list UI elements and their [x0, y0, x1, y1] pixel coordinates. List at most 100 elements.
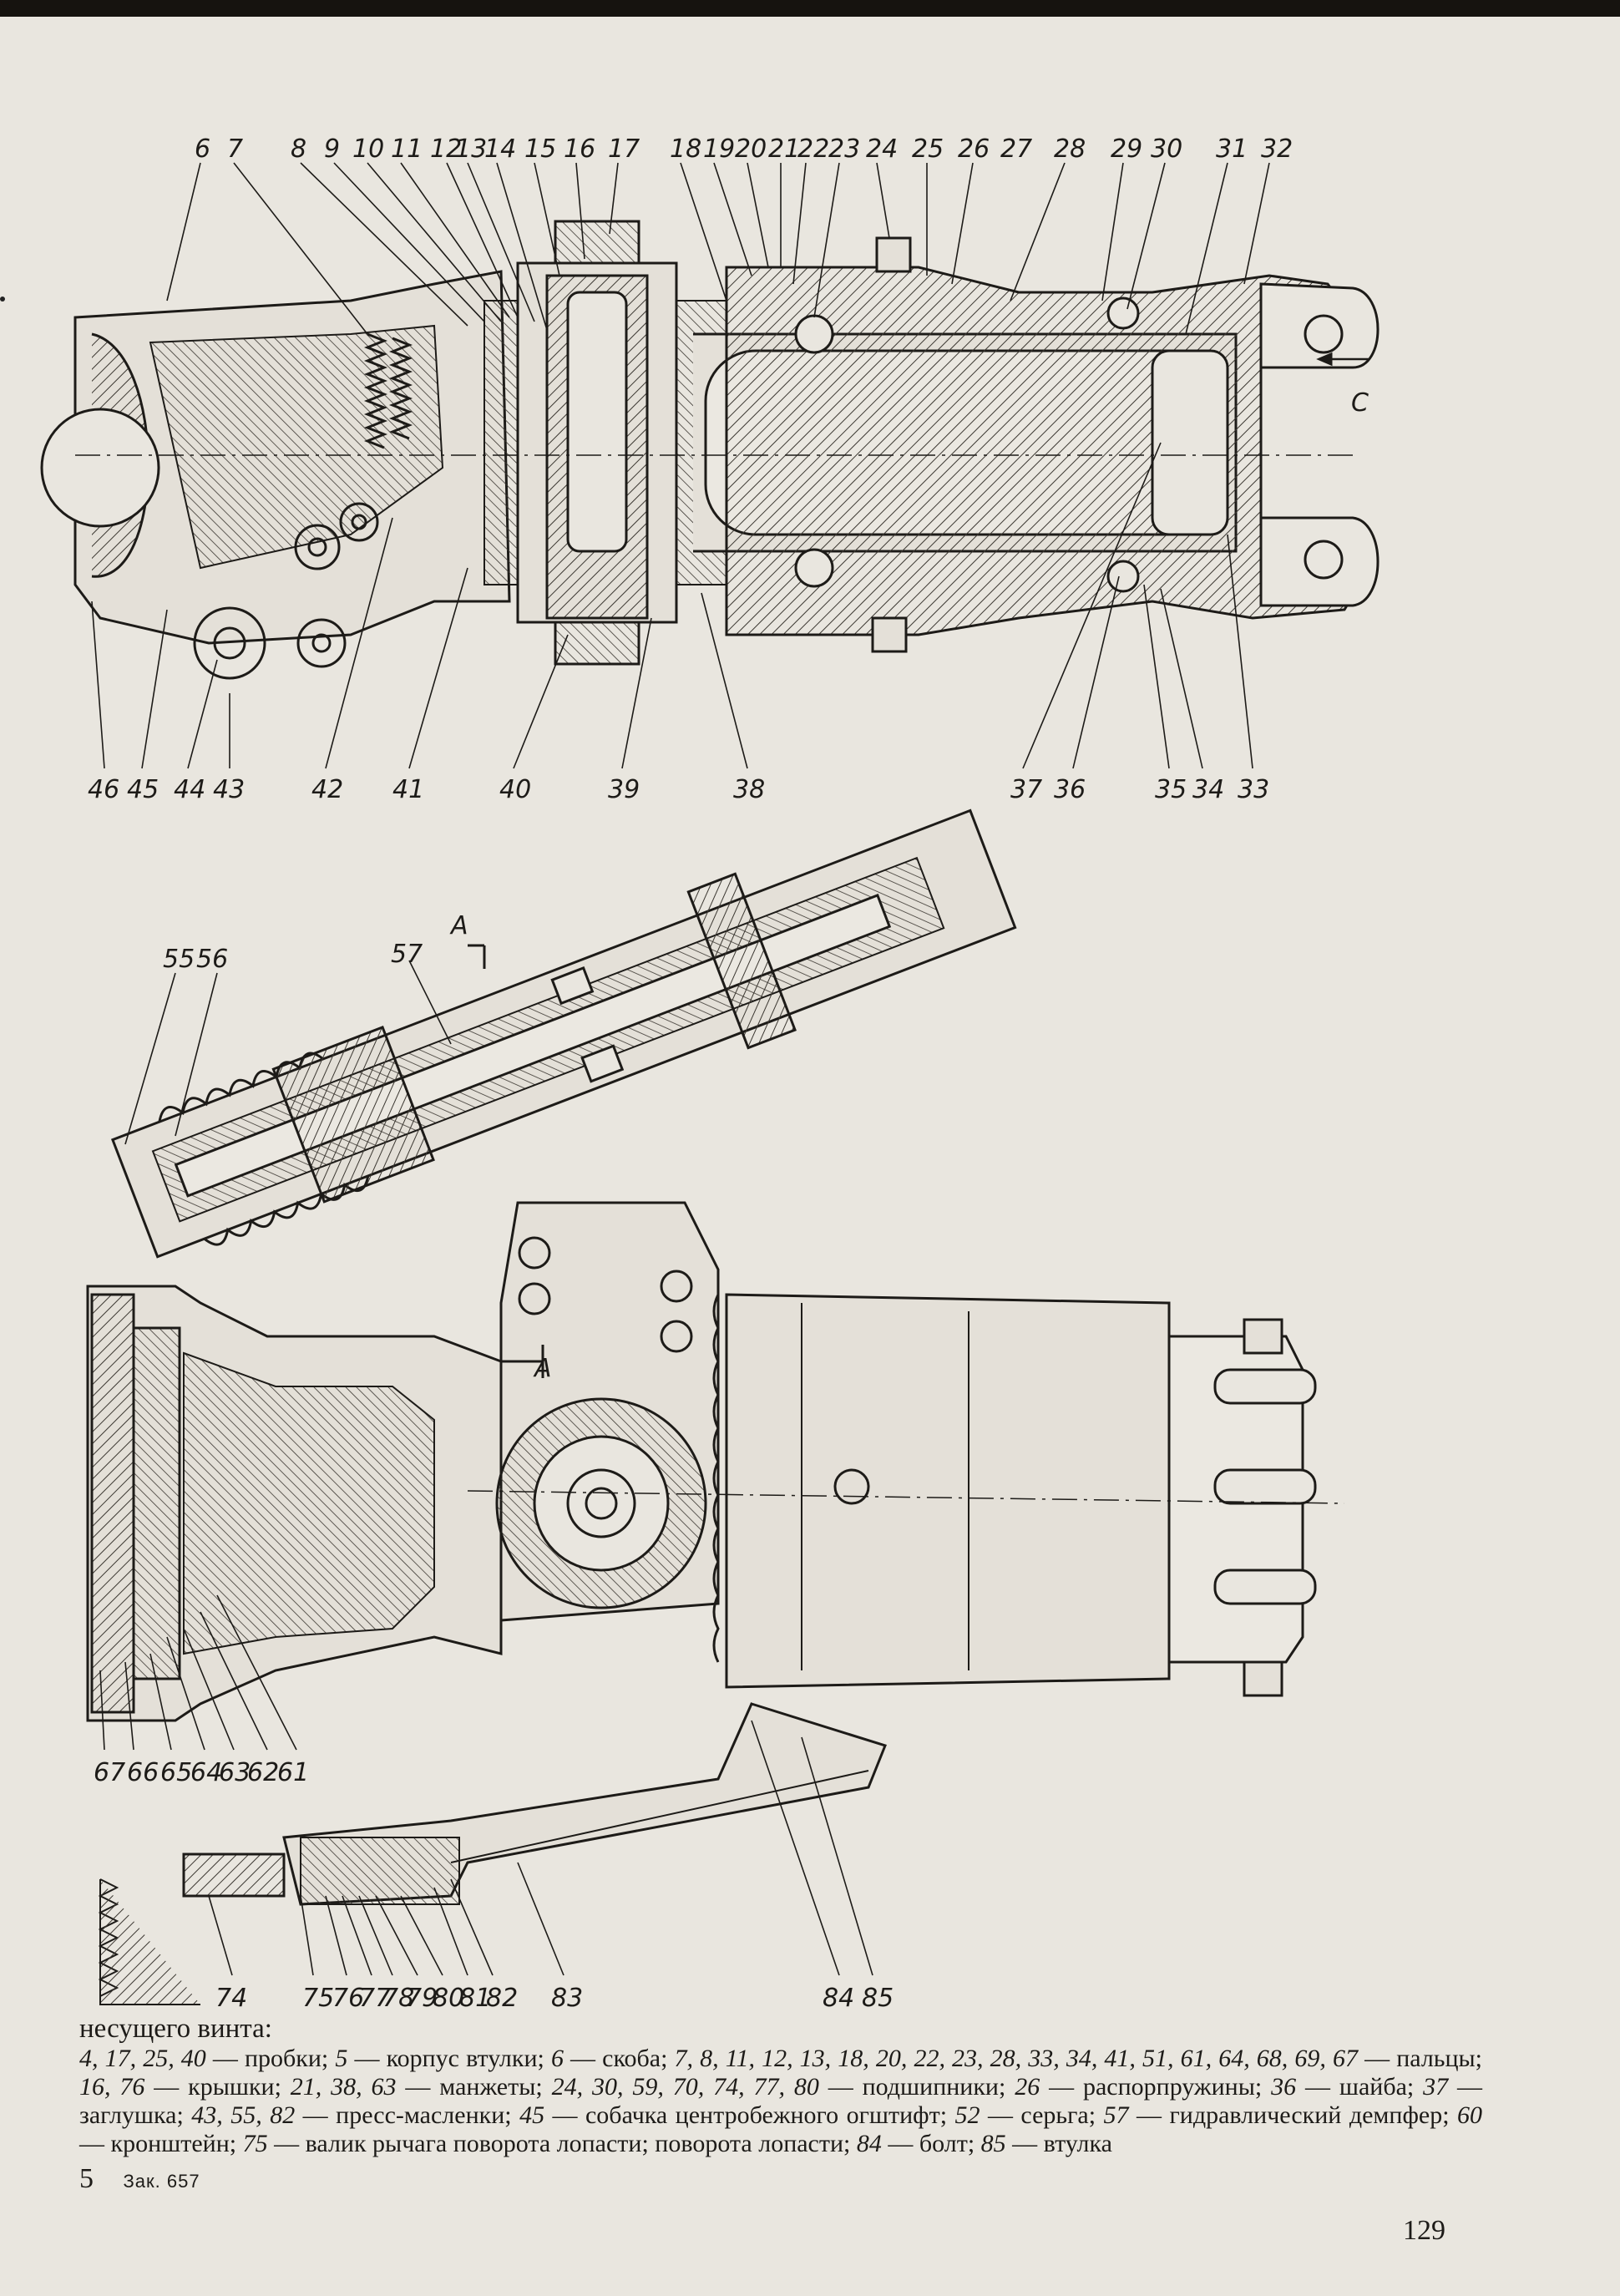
callout-18: 18 — [670, 134, 701, 164]
callout-80: 80 — [433, 1984, 464, 2013]
caption-nums-10: 43, 55, 82 — [191, 2101, 296, 2129]
callout-81: 81 — [459, 1984, 491, 2013]
callout-6: 6 — [195, 134, 210, 164]
callout-26: 26 — [958, 134, 990, 164]
callout-74: 74 — [215, 1984, 247, 2013]
caption-nums-9: 37 — [1423, 2073, 1449, 2101]
page-number: 129 — [1403, 2215, 1445, 2246]
caption-nums-4: 16, 76 — [79, 2073, 145, 2101]
lower-callouts: 55 56 57 A A 67 66 65 64 63 62 61 74 75 … — [94, 911, 894, 2013]
caption-text-7: — распорпружины; — [1040, 2073, 1272, 2101]
callout-57: 57 — [391, 940, 423, 969]
caption-text-14: — кронштейн; — [79, 2130, 243, 2157]
caption-nums-1: 5 — [335, 2045, 348, 2072]
caption-nums-7: 26 — [1015, 2073, 1040, 2101]
caption-text-16: — болт; — [881, 2130, 981, 2157]
signature-number: 5 — [79, 2163, 94, 2194]
callout-17: 17 — [608, 134, 640, 164]
caption-text-11: — собачка центробежного огштифт; — [544, 2101, 955, 2129]
callout-25: 25 — [912, 134, 944, 164]
callout-30: 30 — [1151, 134, 1182, 164]
caption-nums-12: 52 — [954, 2101, 980, 2129]
callout-21: 21 — [768, 134, 800, 164]
callout-9: 9 — [324, 134, 340, 164]
caption-text-13: — гидравлический демпфер; — [1128, 2101, 1458, 2129]
callout-8: 8 — [291, 134, 306, 164]
callout-35: 35 — [1155, 775, 1187, 804]
lower-assembly-drawing — [86, 808, 1345, 2005]
callout-55: 55 — [163, 945, 195, 974]
section-letter-a-top: A — [449, 911, 468, 940]
callout-33: 33 — [1238, 775, 1269, 804]
technical-drawing: 6 7 8 9 10 11 12 13 14 15 16 17 18 19 20… — [40, 134, 1380, 2013]
callout-29: 29 — [1111, 134, 1142, 164]
caption-text-5: — манжеты; — [396, 2073, 552, 2101]
callout-11: 11 — [391, 134, 423, 164]
callout-13: 13 — [455, 134, 487, 164]
callout-79: 79 — [406, 1984, 438, 2013]
caption-nums-3: 7, 8, 11, 12, 13, 18, 20, 22, 23, 28, 33… — [674, 2045, 1358, 2072]
caption-text-10: — пресс-масленки; — [295, 2101, 520, 2129]
callout-78: 78 — [382, 1984, 414, 2013]
callout-43: 43 — [213, 775, 245, 804]
callout-44: 44 — [174, 775, 205, 804]
callout-40: 40 — [499, 775, 531, 804]
callout-61: 61 — [277, 1758, 309, 1787]
upper-bottom-callouts: 46 45 44 43 42 41 40 39 38 37 36 35 34 3… — [88, 775, 1269, 804]
caption-text-12: — серьга; — [980, 2101, 1104, 2129]
caption-text-2: — скоба; — [563, 2045, 675, 2072]
callout-63: 63 — [219, 1758, 251, 1787]
callout-42: 42 — [311, 775, 343, 804]
caption-heading: несущего винта: — [79, 2014, 272, 2044]
caption-nums-5: 21, 38, 63 — [290, 2073, 397, 2101]
caption-nums-0: 4, 17, 25, 40 — [79, 2045, 206, 2072]
footer-signature: 5 Зак. 657 — [79, 2163, 200, 2195]
caption-body: 4, 17, 25, 40 — пробки; 5 — корпус втулк… — [79, 2045, 1482, 2157]
callout-76: 76 — [332, 1984, 364, 2013]
callout-77: 77 — [359, 1984, 391, 2013]
callout-62: 62 — [247, 1758, 279, 1787]
caption-nums-11: 45 — [519, 2101, 545, 2129]
callout-82: 82 — [486, 1984, 518, 2013]
callout-31: 31 — [1216, 134, 1248, 164]
callout-28: 28 — [1054, 134, 1086, 164]
callout-67: 67 — [94, 1758, 125, 1787]
caption-nums-17: 85 — [980, 2130, 1006, 2157]
callout-22: 22 — [797, 134, 829, 164]
callout-38: 38 — [733, 775, 765, 804]
caption-text-0: — пробки; — [205, 2045, 336, 2072]
top-dark-band — [0, 0, 1620, 17]
order-number: Зак. 657 — [123, 2171, 200, 2192]
callout-19: 19 — [703, 134, 735, 164]
callout-23: 23 — [828, 134, 860, 164]
caption-nums-6: 24, 30, 59, 70, 74, 77, 80 — [551, 2073, 819, 2101]
callout-37: 37 — [1010, 775, 1042, 804]
callout-27: 27 — [1000, 134, 1032, 164]
callout-46: 46 — [88, 775, 119, 804]
caption-nums-8: 36 — [1271, 2073, 1297, 2101]
callout-65: 65 — [160, 1758, 192, 1787]
callout-83: 83 — [551, 1984, 583, 2013]
caption-text-17: — втулка — [1005, 2130, 1112, 2157]
callout-7: 7 — [227, 134, 243, 164]
callout-36: 36 — [1054, 775, 1086, 804]
caption-text-3: — пальцы; — [1358, 2045, 1483, 2072]
callout-15: 15 — [524, 134, 556, 164]
caption-nums-13: 57 — [1103, 2101, 1129, 2129]
upper-assembly-drawing — [40, 162, 1380, 769]
callout-39: 39 — [608, 775, 640, 804]
upper-top-callouts: 6 7 8 9 10 11 12 13 14 15 16 17 18 19 20… — [195, 134, 1369, 418]
caption-text-15: — валик рычага поворота лопасти; поворот… — [267, 2130, 857, 2157]
callout-20: 20 — [735, 134, 767, 164]
figure-caption: несущего винта: 4, 17, 25, 40 — пробки; … — [79, 2015, 1482, 2158]
view-letter-c: C — [1351, 388, 1369, 418]
callout-41: 41 — [392, 775, 424, 804]
callout-64: 64 — [190, 1758, 222, 1787]
callout-14: 14 — [484, 134, 516, 164]
caption-text-6: — подшипники; — [818, 2073, 1015, 2101]
callout-56: 56 — [196, 945, 228, 974]
caption-nums-15: 75 — [242, 2130, 268, 2157]
callout-32: 32 — [1261, 134, 1293, 164]
callout-10: 10 — [352, 134, 384, 164]
caption-nums-14: 60 — [1457, 2101, 1483, 2129]
